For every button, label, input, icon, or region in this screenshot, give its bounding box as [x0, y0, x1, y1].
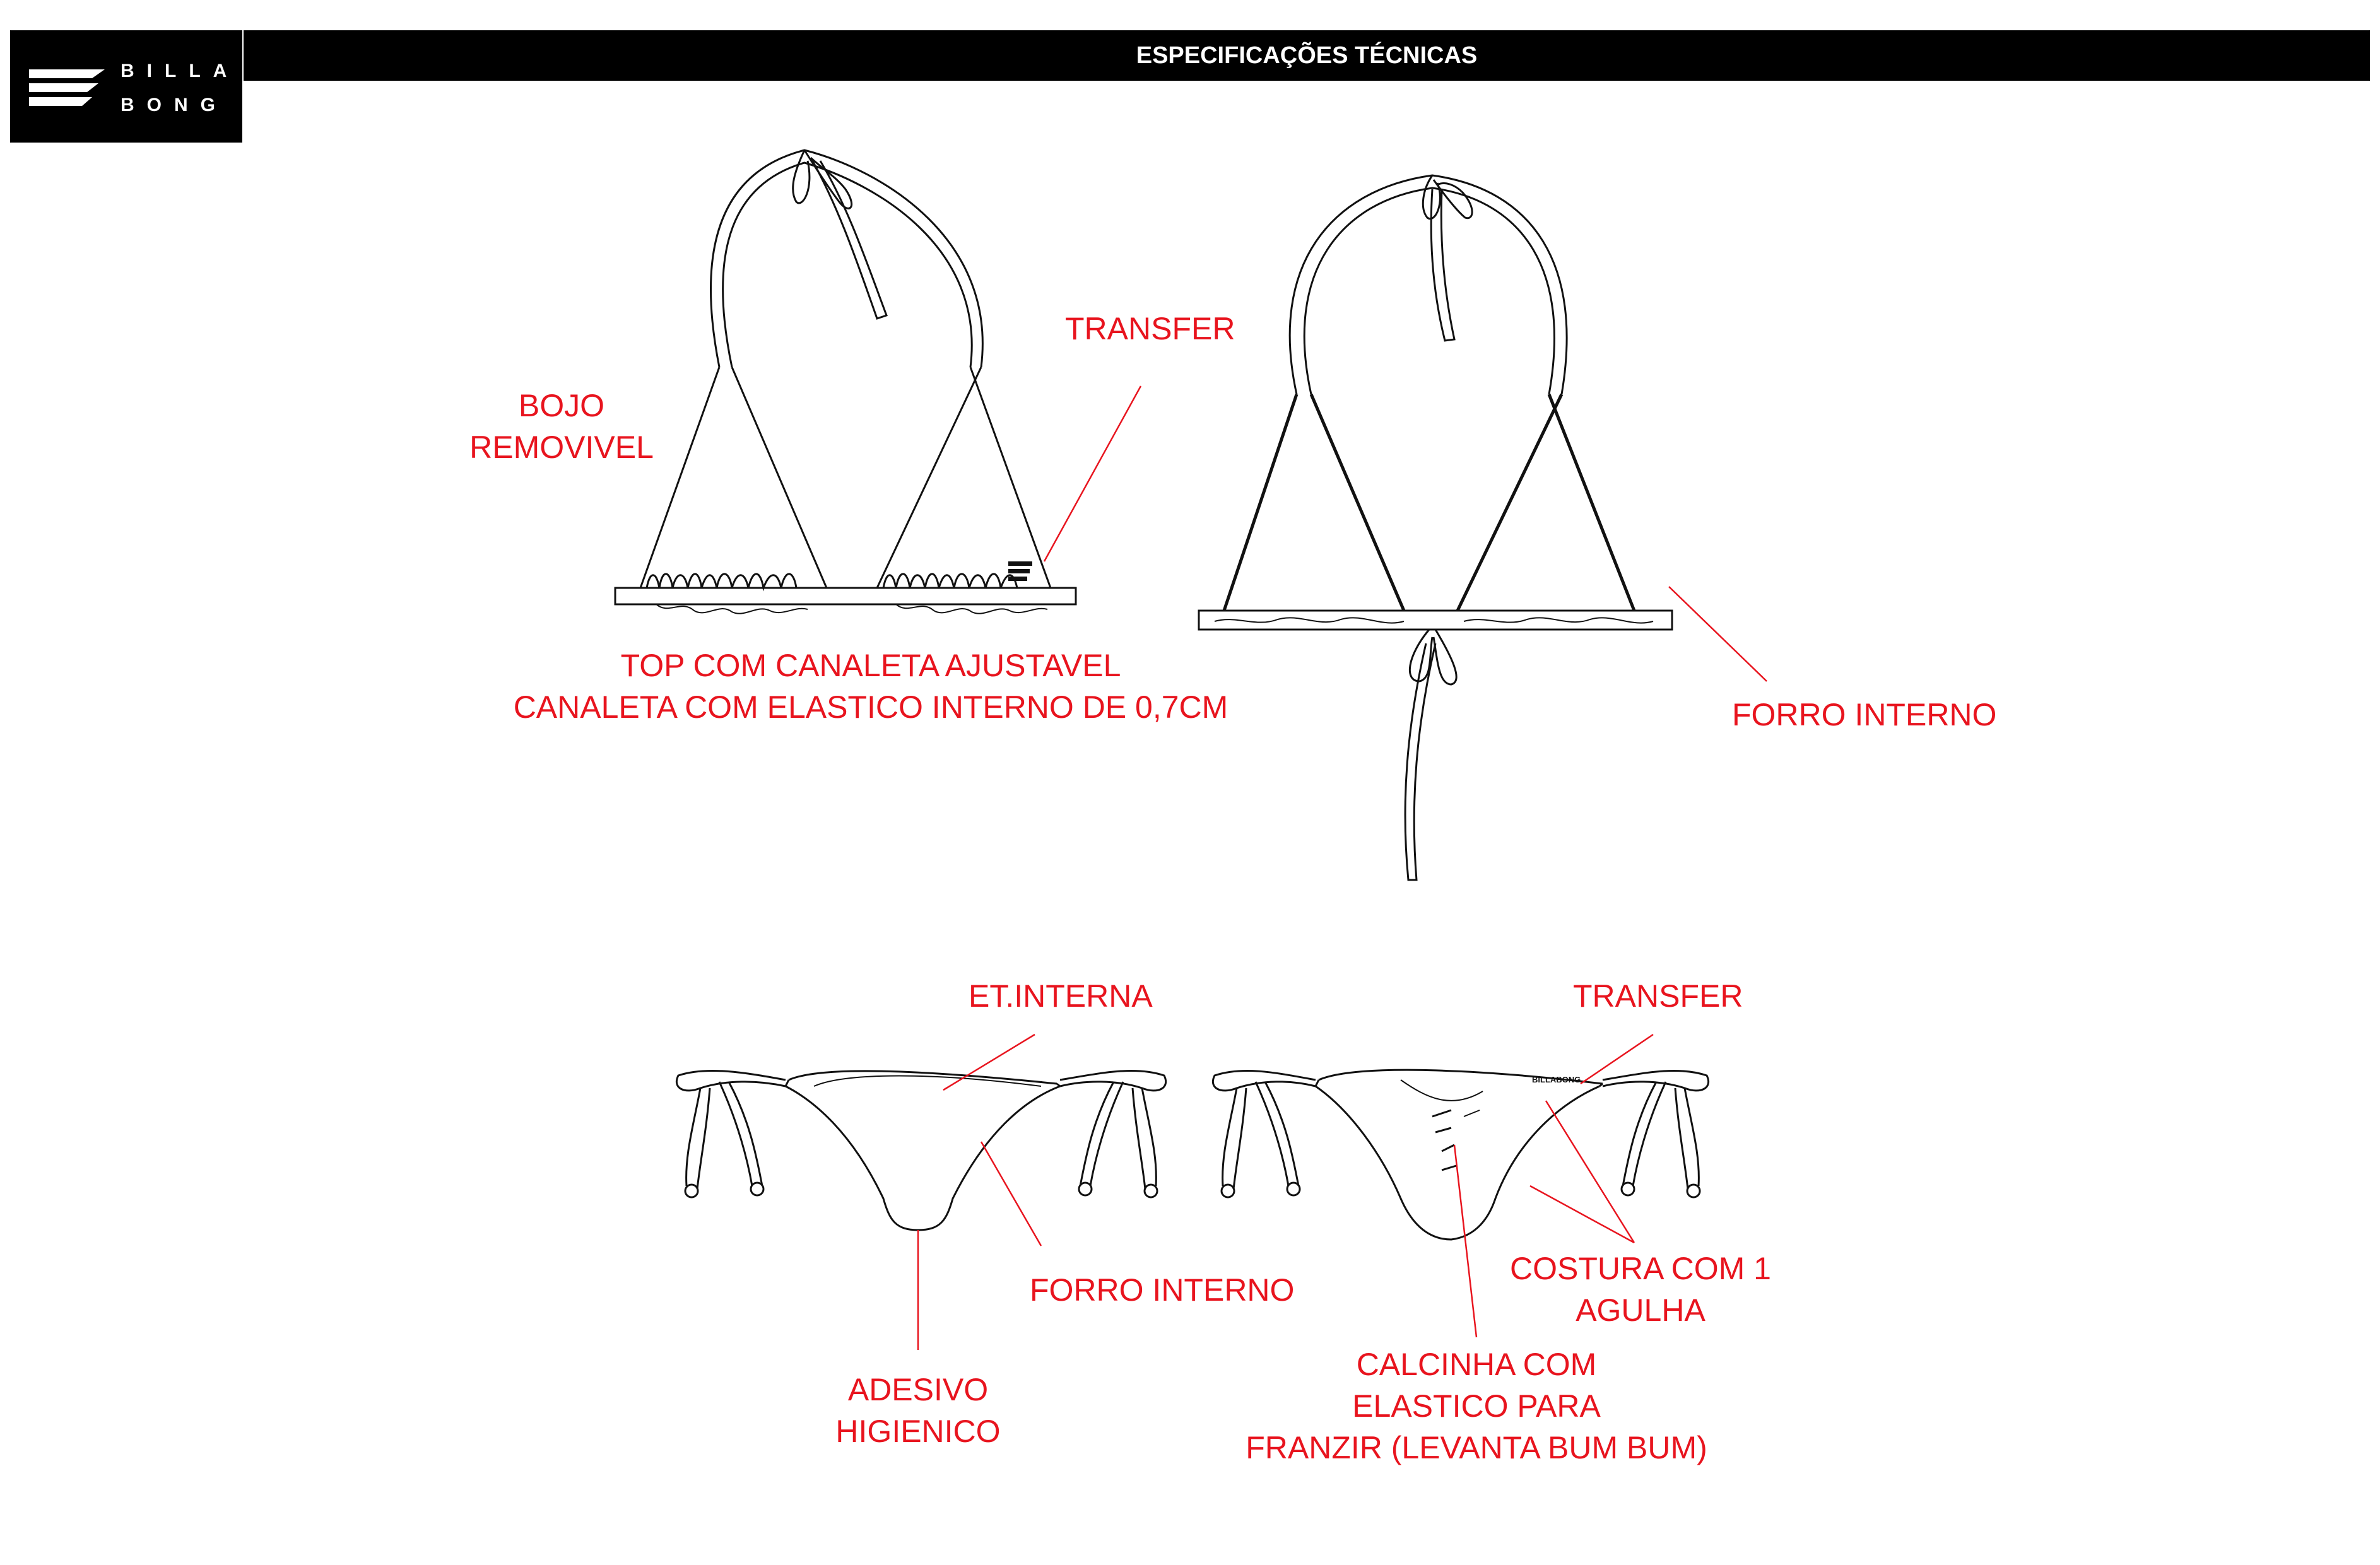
wave-logo-icon [29, 69, 105, 106]
transfer-logo-icon [1008, 561, 1032, 581]
label-transfer-bottom: TRANSFER [1573, 978, 1743, 1014]
label-transfer-top: TRANSFER [1065, 311, 1235, 346]
bikini-bottom-front-drawing [676, 1069, 1167, 1231]
label-et-interna: ET.INTERNA [969, 978, 1153, 1014]
label-desc-line1: TOP COM CANALETA AJUSTAVEL [620, 648, 1121, 683]
label-top-description: TOP COM CANALETA AJUSTAVEL CANALETA COM … [492, 645, 1249, 728]
logo-text-line2: BONG [121, 95, 228, 115]
label-adesivo-line1: ADESIVO [847, 1372, 989, 1407]
bikini-top-back-drawing [1198, 174, 1673, 881]
billabong-logo: BILLA BONG [10, 30, 242, 143]
bikini-top-front-drawing [614, 149, 1077, 614]
label-bojo-removivel: BOJO REMOVIVEL [467, 385, 656, 468]
label-bojo-line1: BOJO [518, 388, 605, 423]
annotation-leader-lines [917, 385, 1767, 1350]
brand-tag-text: BILLABONG [1532, 1075, 1581, 1084]
label-desc-line2: CANALETA COM ELASTICO INTERNO DE 0,7CM [513, 689, 1228, 725]
label-adesivo-line2: HIGIENICO [835, 1414, 1001, 1449]
label-forro-interno-bottom: FORRO INTERNO [1030, 1272, 1295, 1308]
label-bojo-line2: REMOVIVEL [469, 430, 654, 465]
label-costura-com-1-agulha: COSTURA COM 1 AGULHA [1508, 1248, 1773, 1331]
bikini-bottom-back-drawing [1212, 1069, 1709, 1241]
label-forro-interno-top: FORRO INTERNO [1732, 697, 1997, 732]
header-bar: ESPECIFICAÇÕES TÉCNICAS [244, 30, 2370, 81]
label-calcinha-line2: ELASTICO PARA [1352, 1388, 1601, 1424]
label-calcinha-line1: CALCINHA COM [1356, 1347, 1597, 1382]
logo-text-line1: BILLA [121, 61, 240, 81]
label-costura-line1: COSTURA COM 1 [1510, 1251, 1771, 1286]
page-title: ESPECIFICAÇÕES TÉCNICAS [1136, 42, 1478, 69]
label-calcinha-com-elastico: CALCINHA COM ELASTICO PARA FRANZIR (LEVA… [1193, 1344, 1760, 1468]
label-calcinha-line3: FRANZIR (LEVANTA BUM BUM) [1246, 1430, 1707, 1465]
label-costura-line2: AGULHA [1576, 1292, 1705, 1328]
label-adesivo-higienico: ADESIVO HIGIENICO [808, 1369, 1028, 1452]
